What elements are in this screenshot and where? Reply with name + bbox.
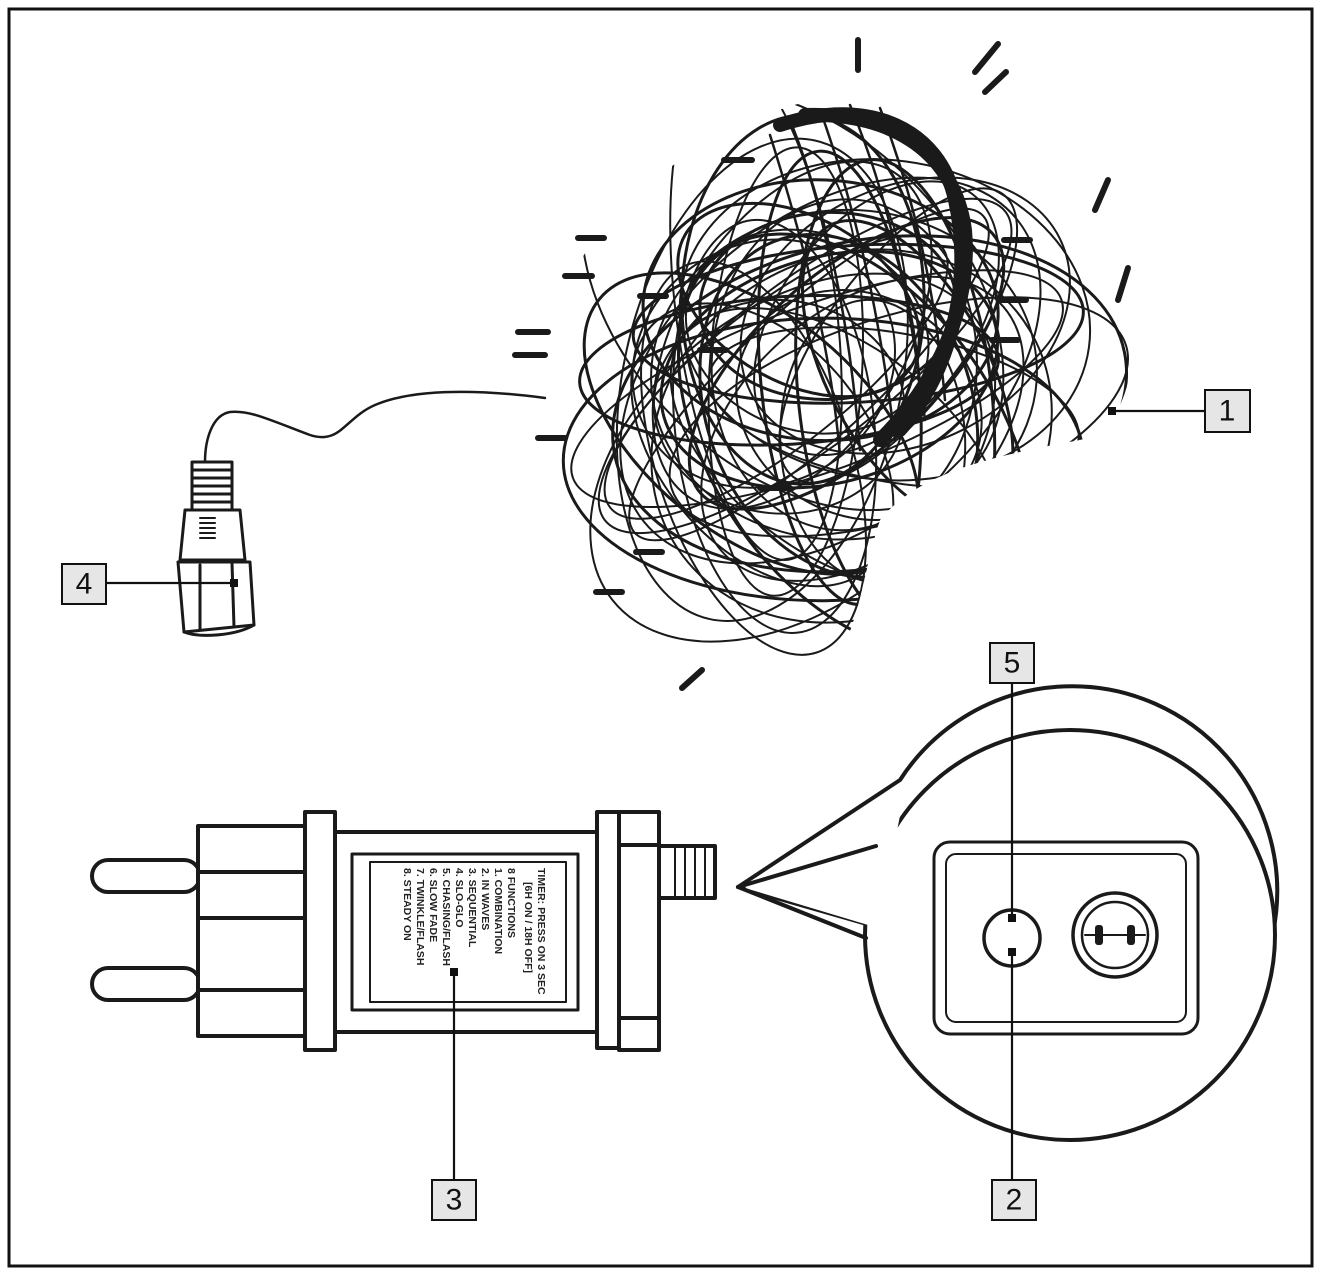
led-bulb: [679, 667, 705, 691]
callout-5-number: 5: [1004, 647, 1021, 680]
label-line-10: 7. TWINKLE/FLASH: [414, 868, 426, 965]
zoom-bubble: [736, 684, 1280, 1142]
coil-loop: [578, 293, 1000, 447]
label-line-5: 2. IN WAVES: [479, 868, 491, 930]
callout-1-number: 1: [1219, 395, 1236, 428]
led-bulb: [1115, 265, 1131, 303]
coil-loop: [641, 178, 1000, 443]
power-adapter: [90, 810, 717, 1052]
binding-band: [768, 103, 973, 457]
label-line-6: 3. SEQUENTIAL: [466, 868, 478, 948]
coil-loop: [753, 180, 1000, 457]
coil-loop: [570, 269, 1064, 508]
callout-3: 3: [431, 1179, 477, 1221]
diagram-frame: [7, 7, 1314, 1268]
callout-1: 1: [1204, 389, 1251, 433]
lead-wire: [203, 390, 547, 464]
light-string-coil: [203, 37, 1131, 691]
label-line-4: 1. COMBINATION: [492, 868, 504, 954]
coil-loop: [597, 197, 1013, 535]
connector-plug: [176, 460, 256, 637]
label-line-1: TIMER: PRESS ON 3 SEC: [535, 868, 547, 995]
label-line-7: 4. SLO-GLO: [453, 868, 465, 928]
label-line-8: 5. CHASING/FLASH: [440, 868, 452, 966]
callout-5: 5: [989, 642, 1035, 684]
coil-loop: [669, 90, 843, 561]
label-line-9: 6. SLOW FADE: [427, 868, 439, 942]
label-line-2: [6H ON / 18H OFF]: [522, 882, 534, 973]
led-bulb: [1092, 177, 1111, 213]
coil-loop: [611, 234, 1129, 574]
callout-2: 2: [991, 1179, 1037, 1221]
label-line-3: 8 FUNCTIONS: [505, 868, 517, 938]
callout-4: 4: [61, 563, 107, 605]
plug-prong-bottom: [90, 966, 202, 1002]
plug-prong-top: [90, 858, 202, 894]
callout-3-number: 3: [446, 1184, 463, 1217]
coil-loop: [603, 235, 949, 520]
coil-loop: [640, 260, 867, 656]
led-bulb: [972, 41, 1001, 75]
coil-loop: [739, 176, 1071, 455]
label-line-11: 8. STEADY ON: [401, 868, 413, 941]
coil-loop: [631, 242, 1085, 405]
led-bulb: [982, 69, 1009, 95]
callout-4-number: 4: [76, 568, 93, 601]
callout-2-number: 2: [1006, 1184, 1023, 1217]
